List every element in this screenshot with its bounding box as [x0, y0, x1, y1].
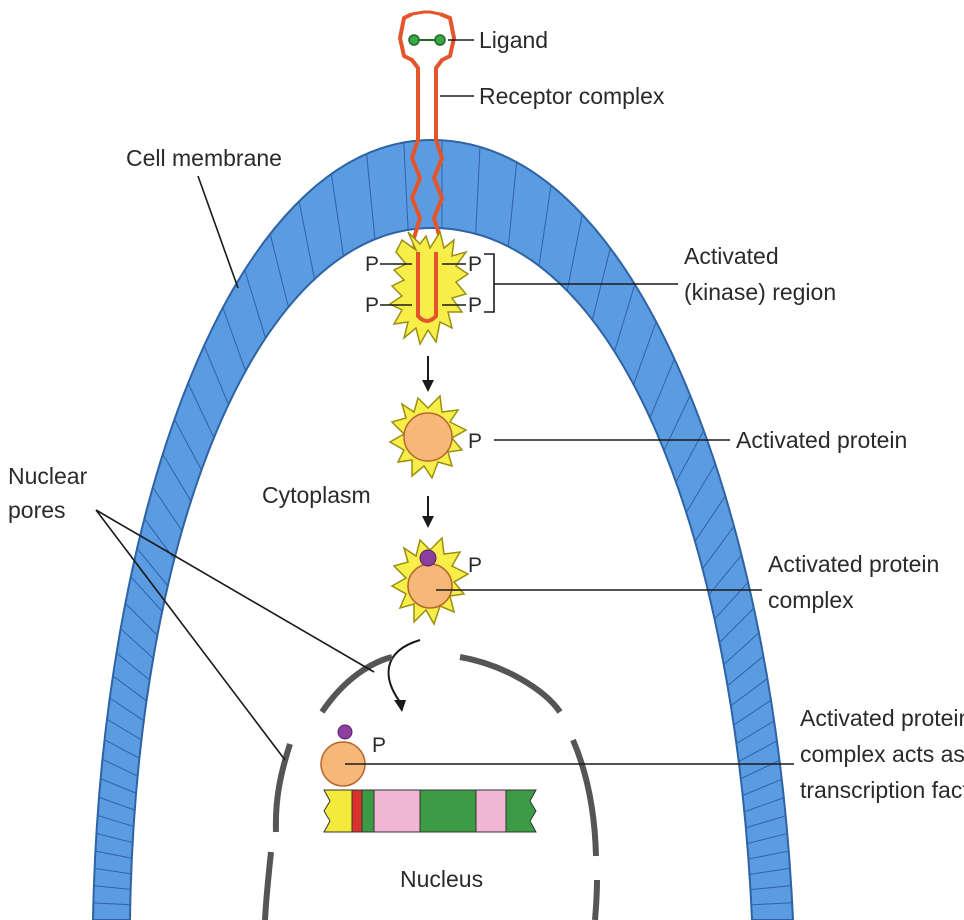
activated-protein-label: Activated protein: [736, 427, 907, 453]
nuclear-pores-label-line2: pores: [8, 497, 66, 523]
activated-protein-complex-label-line2: complex: [768, 587, 854, 613]
ligand: [409, 35, 445, 45]
receptor-complex-label: Receptor complex: [479, 83, 665, 109]
transcription-factor-complex: P: [321, 725, 386, 786]
activated-protein-complex-label-line1: Activated protein: [768, 551, 939, 577]
dna-strand: [324, 790, 536, 832]
phosphate-label: P: [365, 294, 379, 317]
kinase-burst: [390, 232, 468, 344]
membrane-stripe: [0, 496, 442, 920]
phosphate-label: P: [468, 294, 482, 317]
transcription-factor-label-line3: transcription factor: [800, 777, 964, 803]
membrane-stripe: [442, 876, 964, 920]
activated-protein: P: [390, 396, 482, 478]
activated-protein-complex: P: [392, 538, 482, 624]
transcription-factor-label-line1: Activated protein: [800, 705, 964, 731]
activated-kinase-label-line1: Activated: [684, 243, 779, 269]
membrane-stripe: [0, 876, 442, 920]
activated-kinase-label-line2: (kinase) region: [684, 279, 836, 305]
membrane-stripe: [0, 832, 442, 920]
cytoplasm-label: Cytoplasm: [262, 482, 371, 508]
phosphate-label: P: [468, 554, 482, 577]
cell-membrane-label: Cell membrane: [126, 145, 282, 171]
ligand-label: Ligand: [479, 27, 548, 53]
nuclear-pores-label-line1: Nuclear: [8, 463, 88, 489]
phosphate-label: P: [468, 430, 482, 453]
membrane-stripe: [0, 349, 442, 920]
phosphate-label: P: [372, 734, 386, 757]
membrane-stripe: [0, 659, 442, 920]
phosphate-label: P: [365, 253, 379, 276]
membrane-stripe: [0, 535, 442, 920]
membrane-stripe: [0, 457, 442, 920]
membrane-stripe: [442, 617, 964, 920]
nucleus-label: Nucleus: [400, 866, 483, 892]
phosphate-label: P: [468, 253, 482, 276]
membrane-stripe: [0, 420, 442, 920]
membrane-stripe: [442, 832, 964, 920]
transcription-factor-label-line2: complex acts as a: [800, 741, 964, 767]
